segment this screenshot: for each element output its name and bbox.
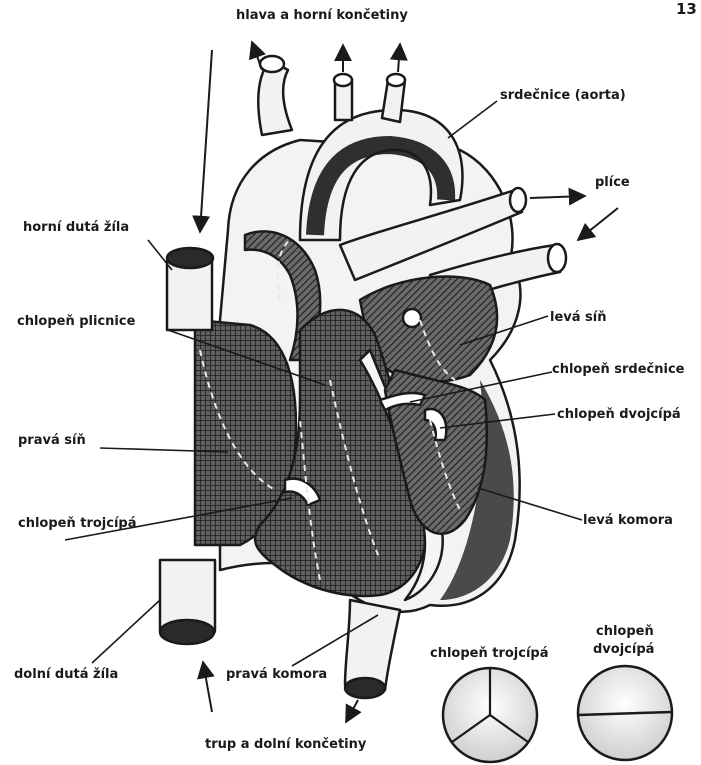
label-tricuspid-valve: chlopeň trojcípá [18,516,137,531]
arrow-from-lungs [578,208,618,240]
pulmonary-vein-opening [548,244,566,272]
label-left-ventricle: levá komora [583,513,673,528]
label-aorta: srdečnice (aorta) [500,88,626,103]
pulmonary-artery-opening [510,188,526,212]
label-right-atrium: pravá síň [18,433,86,448]
arrow-head-left [252,42,262,70]
arrow-head-right [398,44,400,72]
label-ivc: dolní dutá žíla [14,667,118,682]
label-aortic-valve: chlopeň srdečnice [552,362,685,377]
branch-opening-left [260,56,284,72]
label-left-atrium: levá síň [550,310,607,325]
arrow-to-lungs [530,196,585,198]
arrow-ivc-in [203,662,212,712]
arrow-trunk-out [346,700,358,722]
branch-opening-middle [334,74,352,86]
bicuspid-inset: chlopeň dvojcípá [578,624,672,760]
descending-aorta-opening [345,678,385,698]
bicuspid-inset-title-2: dvojcípá [593,642,654,657]
descending-aorta [345,600,400,690]
arrow-svc-in [200,50,212,232]
left-atrium-vein-opening [403,309,421,327]
label-pulmonary-valve: chlopeň plicnice [17,314,136,329]
branch-opening-right [387,74,405,86]
label-trunk-lower-limbs: trup a dolní končetiny [205,737,367,752]
leader-ivc [92,600,160,663]
inferior-vena-cava-opening [160,620,214,644]
page-number: 13 [676,0,697,18]
label-right-ventricle: pravá komora [226,667,327,682]
leader-aorta [448,101,497,138]
superior-vena-cava-opening [167,248,213,268]
label-mitral-valve: chlopeň dvojcípá [557,407,681,422]
label-svc: horní dutá žíla [23,220,129,235]
tricuspid-inset: chlopeň trojcípá [430,646,549,762]
heart [160,56,566,698]
label-lungs: plíce [595,175,630,190]
bicuspid-inset-title-1: chlopeň [596,624,654,639]
label-head-limbs: hlava a horní končetiny [236,8,408,23]
tricuspid-inset-title: chlopeň trojcípá [430,646,549,661]
